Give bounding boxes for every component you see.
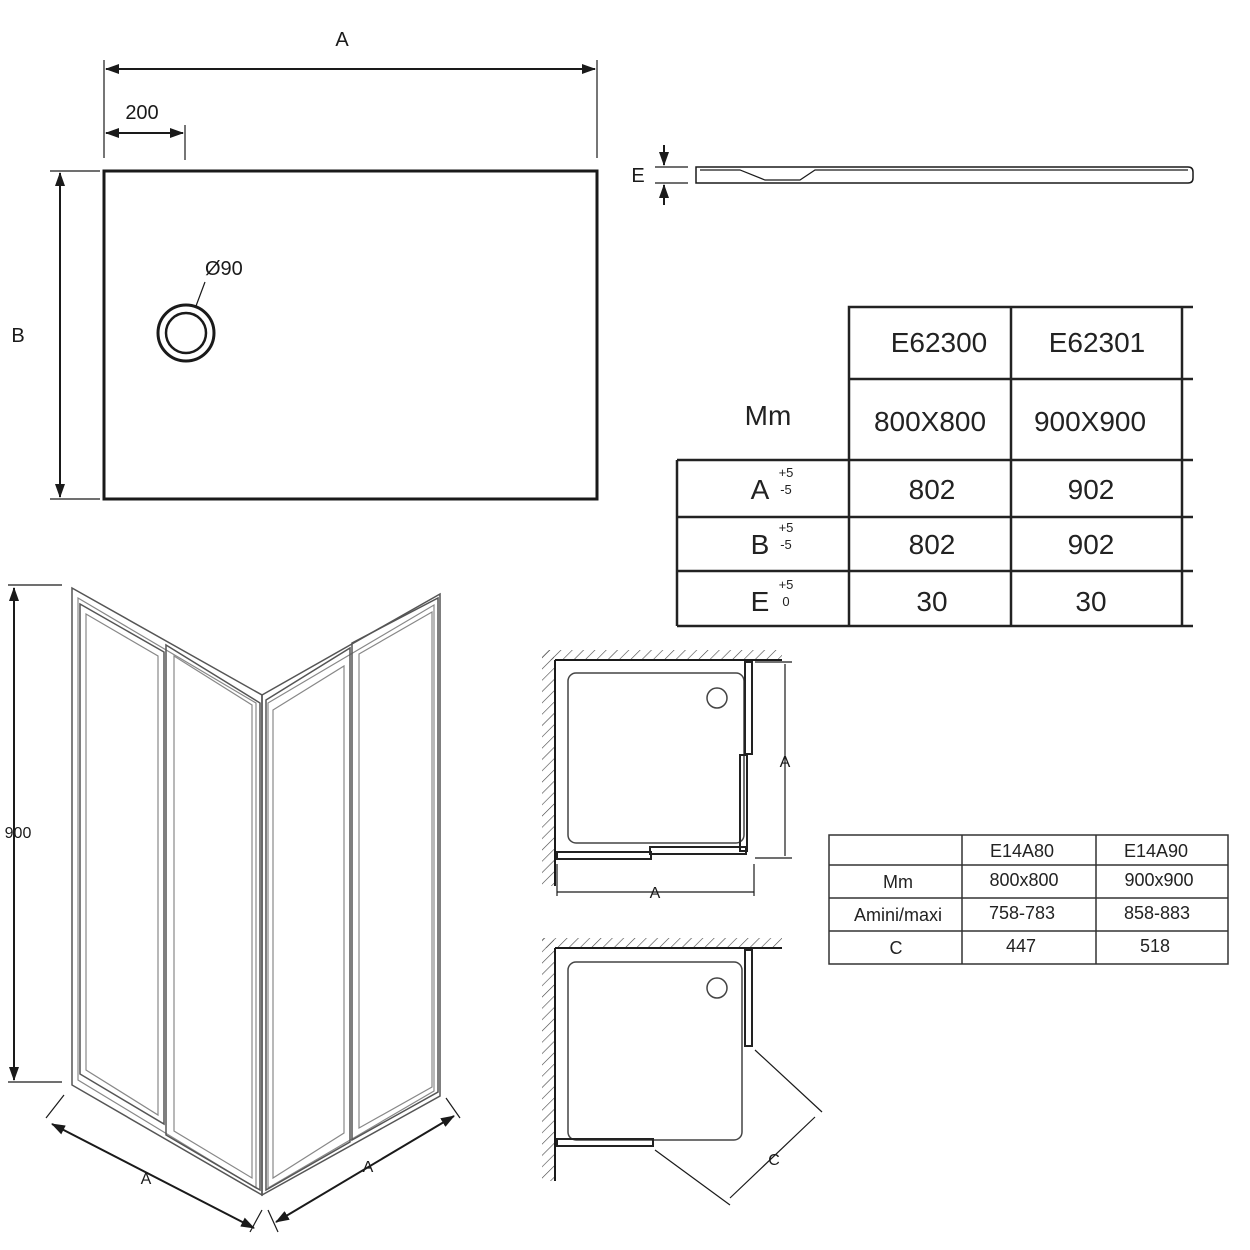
enc-cell: 800x800 [989, 870, 1058, 890]
enc-cell: 518 [1140, 936, 1170, 956]
enclosure-view: 900 A A [5, 584, 461, 1233]
dim-e-label: E [631, 165, 644, 187]
enc-row-label: Amini/maxi [854, 905, 942, 925]
side-view: E [631, 145, 1194, 205]
enc-cell: 758-783 [989, 903, 1055, 923]
enclosure-table: E14A80 E14A90 Mm 800x800 900x900 Amini/m… [828, 834, 1229, 965]
tray-table: E62300 E62301 Mm 800X800 900X900 A +5 -5… [675, 305, 1193, 628]
dim-200-label: 200 [125, 102, 158, 124]
enc-row-label: C [890, 938, 903, 958]
tray-row-label: B [751, 529, 770, 560]
right-panel-outer [261, 592, 441, 1197]
top-view-closed: A A [542, 650, 792, 902]
open-dim-c: C [768, 1152, 780, 1169]
enc-col-1: E14A80 [990, 841, 1054, 861]
drain-circle-top [706, 687, 728, 709]
closed-dim-a-bottom: A [650, 885, 661, 902]
left-panel-front [165, 643, 261, 1192]
tray-cell: 902 [1068, 529, 1115, 560]
tray-row-label: A [751, 474, 770, 505]
enc-cell: 858-883 [1124, 903, 1190, 923]
plan-view: A 200 B Ø90 [11, 29, 599, 501]
tray-row-tol-minus: -5 [780, 537, 792, 552]
enc-cell: 447 [1006, 936, 1036, 956]
drain-circle-top-2 [706, 977, 728, 999]
left-panel-back [79, 602, 165, 1126]
tray-row-label: E [751, 586, 770, 617]
enc-cell: 900x900 [1124, 870, 1193, 890]
tray-cell: 902 [1068, 474, 1115, 505]
tray-col-ref-1: E62300 [891, 327, 988, 358]
tray-row-tol-plus: +5 [779, 520, 794, 535]
tray-col-size-1: 800X800 [874, 406, 986, 437]
dim-b-label: B [11, 325, 24, 347]
dim-a-left-label: A [141, 1171, 152, 1188]
tray-cell: 30 [1075, 586, 1106, 617]
dim-a-label: A [335, 29, 349, 51]
tray-cell: 802 [909, 474, 956, 505]
tray-profile [695, 166, 1194, 184]
tray-outline [102, 169, 599, 501]
tray-row-tol-minus: -5 [780, 482, 792, 497]
top-view-open: C [542, 938, 823, 1206]
drain-circle [156, 303, 216, 363]
tray-cell: 802 [909, 529, 956, 560]
enc-row-label: Mm [883, 872, 913, 892]
right-panel-front [265, 646, 351, 1192]
tray-unit-label: Mm [745, 400, 792, 431]
closed-dim-a-side: A [780, 754, 791, 771]
tray-row-tol-minus: 0 [782, 594, 789, 609]
tray-col-ref-2: E62301 [1049, 327, 1146, 358]
dim-a-right-label: A [363, 1159, 374, 1176]
enc-col-2: E14A90 [1124, 841, 1188, 861]
tray-col-size-2: 900X900 [1034, 406, 1146, 437]
left-panel-outer [71, 586, 263, 1197]
tray-cell: 30 [916, 586, 947, 617]
tray-row-tol-plus: +5 [779, 465, 794, 480]
right-panel-back [351, 596, 439, 1142]
tray-row-tol-plus: +5 [779, 577, 794, 592]
drain-diameter-label: Ø90 [205, 258, 243, 280]
dim-900-label: 900 [5, 825, 32, 842]
